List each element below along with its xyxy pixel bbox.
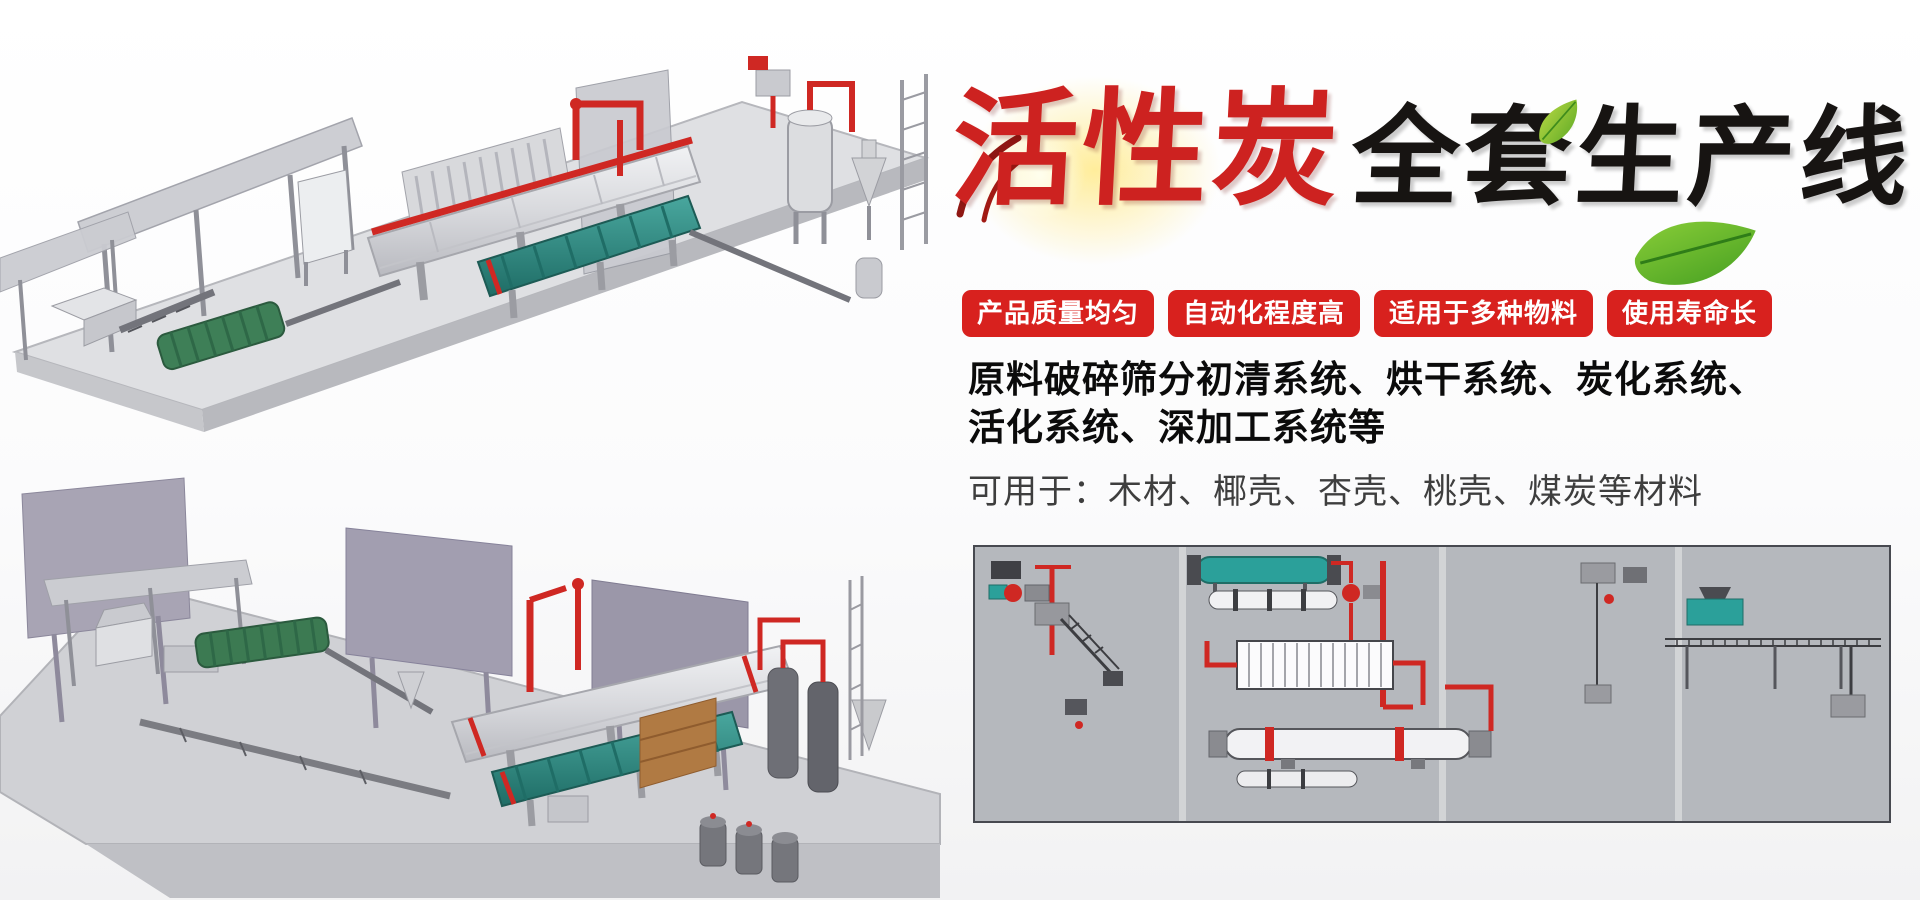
mid-right-cluster (1580, 562, 1647, 704)
lattice-mast (848, 576, 864, 760)
badge-quality: 产品质量均匀 (962, 290, 1155, 337)
title-highlight: 活性炭 (948, 75, 1346, 223)
brush-stroke-icon (956, 134, 1033, 223)
production-line-render-top (0, 56, 930, 432)
title-rest: 全套生产线 (1348, 95, 1915, 221)
schematic-background (975, 547, 1889, 821)
pump-unit (1331, 561, 1381, 643)
cyclone-right (851, 699, 887, 752)
feature-badges: 产品质量均匀 自动化程度高 适用于多种物料 使用寿命长 (962, 290, 1773, 337)
packing-machine-teal (1686, 587, 1744, 626)
conveyor-2 (139, 718, 451, 800)
conveyor-2-ticks (179, 727, 367, 785)
leaf-big-icon (1634, 221, 1756, 285)
layout-schematic-panel (973, 545, 1891, 823)
description-line-2: 活化系统、深加工系统等 (968, 407, 1386, 449)
page-title: 活性炭 全套生产线 (948, 75, 1915, 223)
cooling-cylinder-small (1236, 769, 1358, 789)
incline-conveyor (1059, 614, 1123, 729)
discharge-conveyor (1665, 638, 1881, 718)
crusher-drum-green (156, 301, 286, 371)
carbonization-drum (1208, 684, 1494, 769)
cooler-cylinder (1208, 589, 1338, 611)
brick-kiln-wall (639, 697, 717, 789)
small-tank (855, 257, 883, 299)
badge-materials: 适用于多种物料 (1374, 290, 1594, 337)
crusher-drum-green (194, 616, 330, 669)
cyclone-separator (851, 139, 887, 240)
wall-stripes (1179, 547, 1682, 821)
description-block: 原料破碎筛分初清系统、烘干系统、炭化系统、 活化系统、深加工系统等 可用于：木材… (968, 356, 1766, 513)
hoist-unit (748, 56, 791, 128)
canopy-left (43, 559, 253, 687)
production-line-render-bottom (0, 477, 941, 898)
layout-schematic-render (975, 547, 1889, 821)
materials-line: 可用于：木材、椰壳、杏壳、桃壳、煤炭等材料 (968, 473, 1703, 512)
badge-lifespan: 使用寿命长 (1607, 290, 1773, 337)
storage-tanks (699, 813, 799, 883)
control-cabinet (297, 169, 353, 286)
carbonization-furnace (787, 81, 855, 244)
conveyor-1 (324, 647, 434, 715)
activation-drum-teal (476, 194, 702, 319)
furnace-towers (767, 639, 839, 793)
leaf-small-icon (1539, 99, 1578, 144)
cyclone-small (397, 671, 425, 710)
heat-exchanger (1204, 640, 1426, 705)
red-piping (570, 98, 644, 176)
conveyor-2 (688, 229, 852, 303)
badge-automation: 自动化程度高 (1168, 290, 1361, 337)
description-line-1: 原料破碎筛分初清系统、烘干系统、炭化系统、 (968, 359, 1766, 400)
conveyor-1 (284, 279, 402, 327)
red-piping (526, 578, 800, 692)
feeding-unit (50, 287, 216, 347)
small-machine (547, 795, 589, 823)
